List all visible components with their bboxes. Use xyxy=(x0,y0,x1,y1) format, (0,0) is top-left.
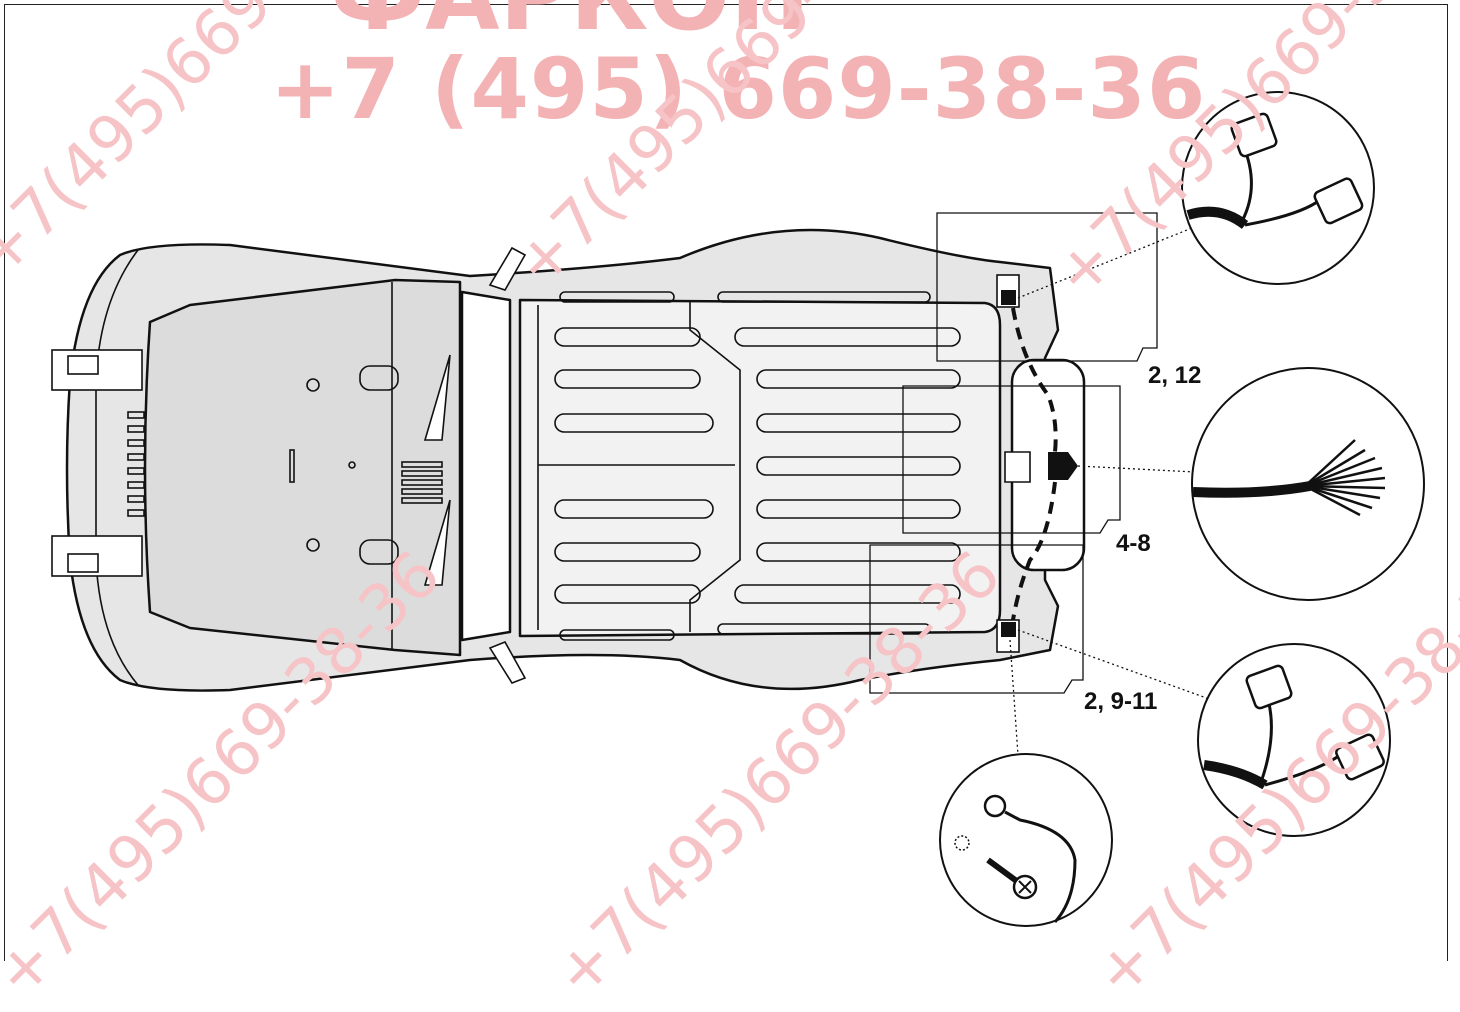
detail-bubble-socket-wires xyxy=(1191,367,1425,601)
detail-bubble-ground-screw xyxy=(939,753,1113,927)
callout-rear-left-lamp: 2, 12 xyxy=(1148,362,1202,389)
wiring-route xyxy=(1011,307,1058,621)
detail-bubble-rear-right-connector xyxy=(1197,643,1391,837)
vehicle-windshield xyxy=(460,290,512,642)
callout-center-socket: 4-8 xyxy=(1116,530,1151,557)
vehicle-hood xyxy=(143,278,462,657)
detail-bubble-rear-left-connector xyxy=(1181,91,1375,285)
watermark-brand: ФАРКОП xyxy=(330,0,810,52)
leader-lines xyxy=(1009,227,1213,756)
callout-brackets xyxy=(869,212,1158,694)
vehicle-top-view xyxy=(65,228,1086,692)
rear-right-lamp-plug xyxy=(1001,622,1016,637)
rear-left-lamp-plug xyxy=(1001,290,1016,305)
vehicle-roof xyxy=(518,298,1002,638)
watermark-phone: +7 (495) 669-38-36 xyxy=(270,40,1207,138)
center-socket xyxy=(1048,452,1078,480)
vehicle-drawing xyxy=(51,91,1425,927)
callout-rear-right-lamp: 2, 9-11 xyxy=(1084,688,1158,715)
diagram-frame xyxy=(4,4,1448,961)
